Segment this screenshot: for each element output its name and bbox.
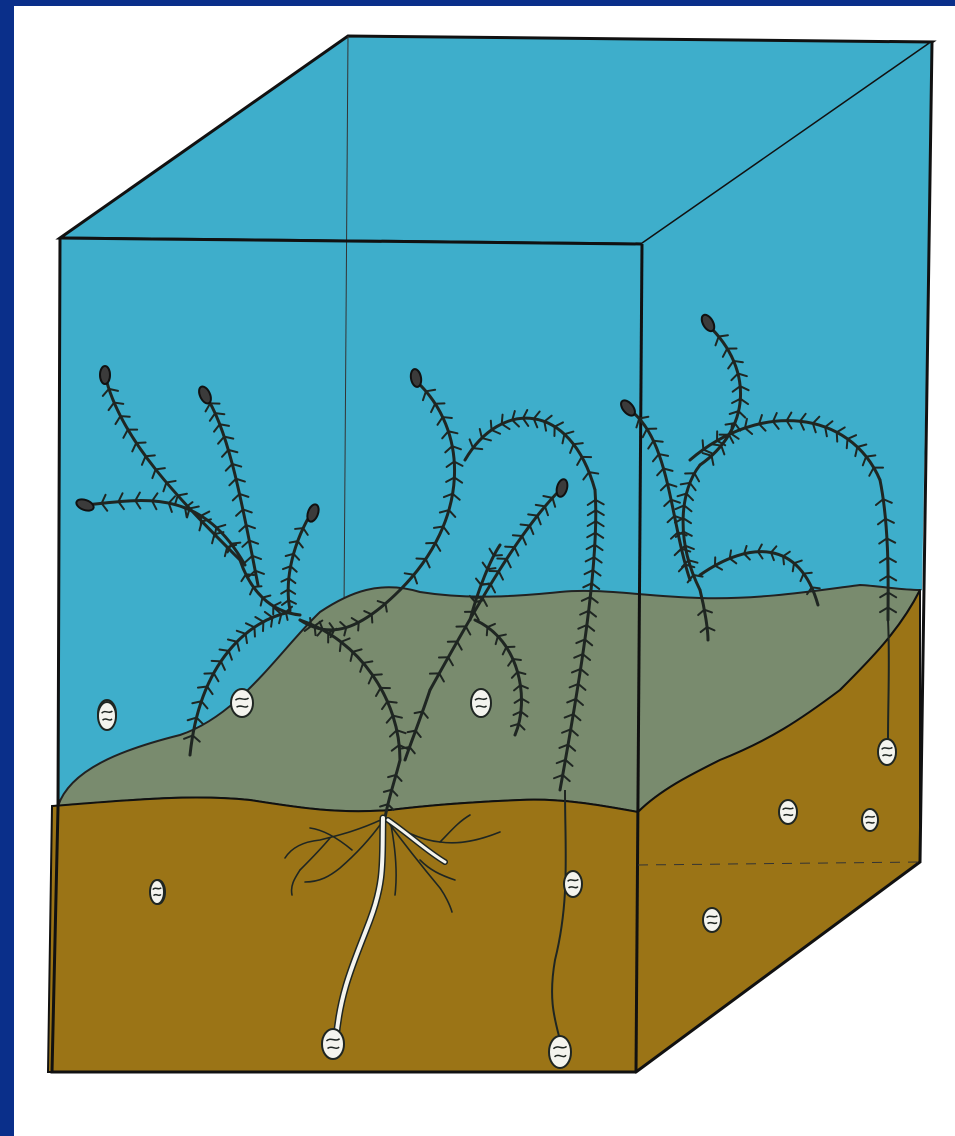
tuber <box>150 880 164 904</box>
tuber <box>98 702 116 730</box>
tuber <box>862 809 878 831</box>
tuber <box>779 800 797 824</box>
tuber <box>549 1036 571 1068</box>
tuber <box>564 871 582 897</box>
turion-bud <box>100 366 110 384</box>
tuber <box>703 908 721 932</box>
tuber <box>878 739 896 765</box>
tuber <box>231 689 253 717</box>
sediment-front <box>48 798 638 1072</box>
tuber <box>471 689 491 717</box>
tuber <box>322 1029 344 1059</box>
